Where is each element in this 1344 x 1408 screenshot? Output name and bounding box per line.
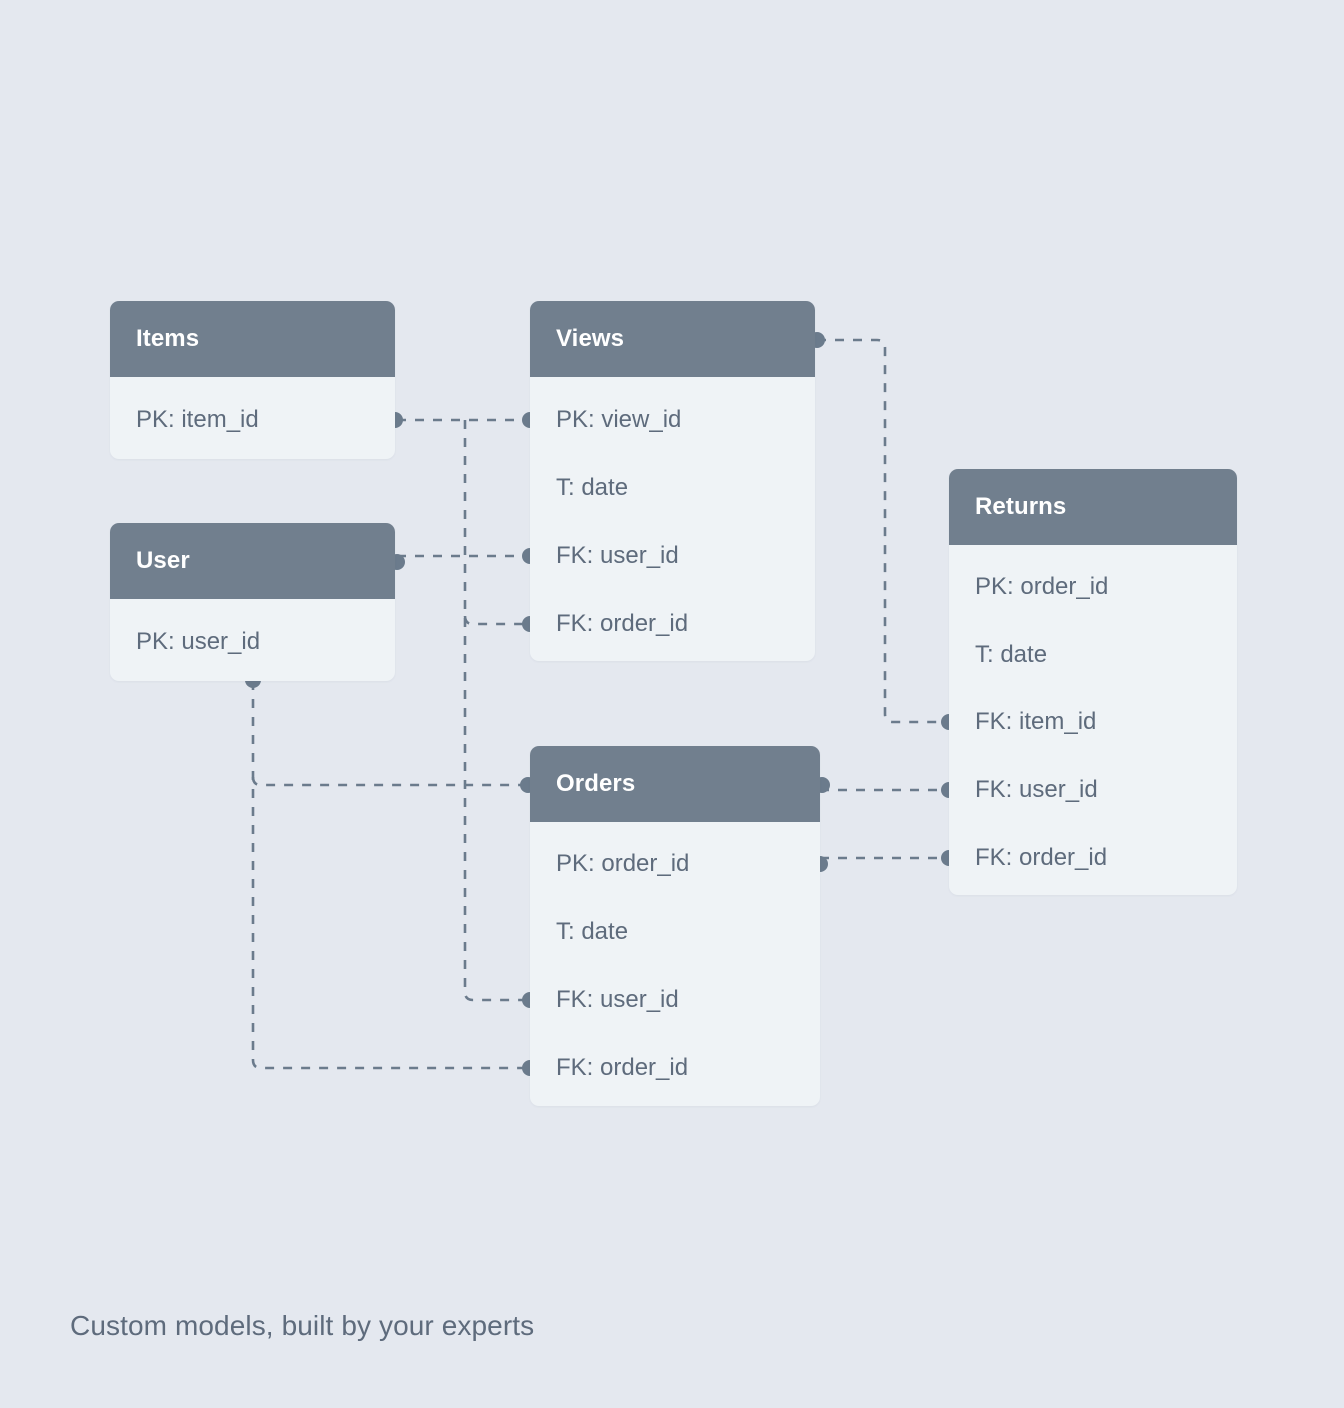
er-table-header-orders[interactable]: Orders	[530, 746, 820, 822]
er-table-header-user[interactable]: User	[110, 523, 395, 599]
er-table-title: User	[136, 547, 190, 574]
er-relationship-views-returns-item	[817, 338, 949, 724]
er-field-returns-user_id[interactable]: FK: user_id	[975, 776, 1098, 803]
er-table-header-views[interactable]: Views	[530, 301, 815, 377]
er-field-returns-order_id[interactable]: FK: order_id	[975, 844, 1108, 871]
er-field-views-order_id[interactable]: FK: order_id	[556, 610, 689, 637]
er-table-title: Views	[556, 325, 625, 352]
er-field-returns-date[interactable]: T: date	[975, 641, 1048, 668]
er-table-header-returns[interactable]: Returns	[949, 469, 1237, 545]
er-table-header-items[interactable]: Items	[110, 301, 395, 377]
er-field-orders-user_id[interactable]: FK: user_id	[556, 986, 679, 1013]
er-field-orders-order_id[interactable]: FK: order_id	[556, 1054, 689, 1081]
er-field-user-user_id[interactable]: PK: user_id	[136, 628, 261, 655]
er-field-returns-order_id[interactable]: PK: order_id	[975, 573, 1109, 600]
er-relationship-items-orders-user	[463, 420, 530, 1002]
er-table-body-items: PK: item_id	[110, 377, 395, 459]
er-relationship-user-orders-order	[251, 681, 530, 1070]
er-field-returns-item_id[interactable]: FK: item_id	[975, 708, 1097, 735]
diagram-caption: Custom models, built by your experts	[70, 1310, 535, 1341]
er-field-orders-date[interactable]: T: date	[556, 918, 629, 945]
er-field-views-view_id[interactable]: PK: view_id	[556, 406, 682, 433]
er-table-title: Items	[136, 325, 200, 352]
er-field-orders-order_id[interactable]: PK: order_id	[556, 850, 690, 877]
er-table-body-user: PK: user_id	[110, 599, 395, 681]
er-relationship-items-views-order	[463, 615, 530, 626]
er-field-views-date[interactable]: T: date	[556, 474, 629, 501]
er-field-items-item_id[interactable]: PK: item_id	[136, 406, 259, 433]
er-field-views-user_id[interactable]: FK: user_id	[556, 542, 679, 569]
er-table-title: Returns	[975, 493, 1067, 520]
er-table-title: Orders	[556, 770, 636, 797]
